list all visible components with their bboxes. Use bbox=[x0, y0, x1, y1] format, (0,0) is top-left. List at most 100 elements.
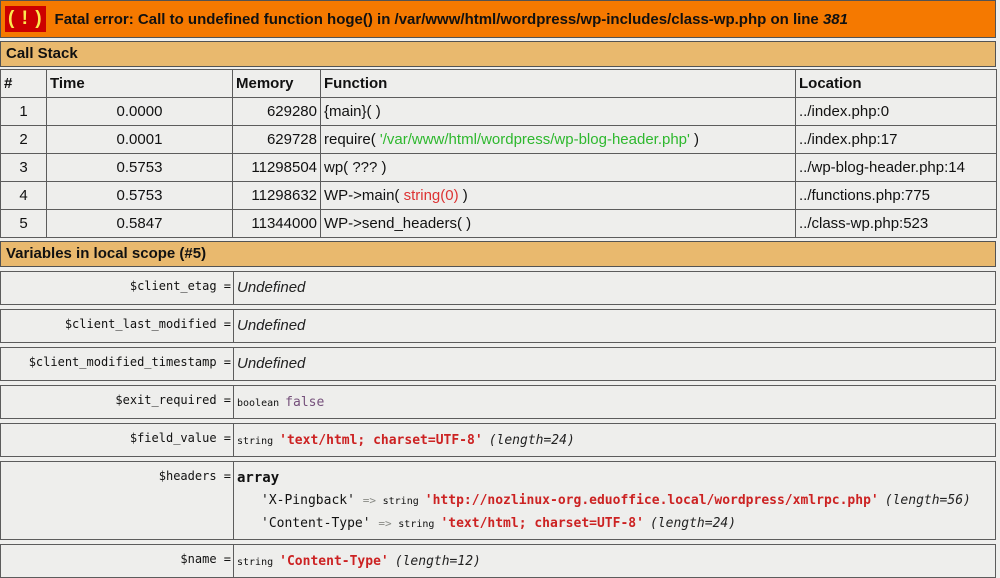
variable-value-line: boolean false bbox=[237, 391, 993, 414]
column-header-memory: Memory bbox=[232, 69, 321, 98]
variable-value-line: Undefined bbox=[237, 277, 993, 298]
stack-memory-cell: 11298632 bbox=[232, 181, 321, 210]
stack-location-cell: ../index.php:17 bbox=[795, 125, 997, 154]
value-segment-key: 'Content-Type' bbox=[261, 516, 379, 531]
value-segment-str: 'text/html; charset=UTF-8' bbox=[440, 516, 644, 531]
value-segment-arrow: => bbox=[362, 494, 383, 507]
column-header-location: Location bbox=[795, 69, 997, 98]
stack-memory-cell: 629280 bbox=[232, 97, 321, 126]
variable-value: Undefined bbox=[234, 310, 995, 342]
variable-value-line: Undefined bbox=[237, 353, 993, 374]
value-segment-len: (length=24) bbox=[488, 433, 575, 448]
function-text: wp( ??? ) bbox=[324, 159, 387, 176]
variable-row: $exit_required =boolean false bbox=[0, 385, 996, 419]
variable-value: string 'Content-Type' (length=12) bbox=[234, 545, 995, 577]
function-text: {main}( ) bbox=[324, 103, 381, 120]
variables-section-header: Variables in local scope (#5) bbox=[0, 241, 996, 267]
variable-row: $name =string 'Content-Type' (length=12) bbox=[0, 544, 996, 578]
function-arg-red: string(0) bbox=[403, 187, 459, 204]
value-segment-str: 'http://nozlinux-org.eduoffice.local/wor… bbox=[424, 493, 879, 508]
value-segment-undef: Undefined bbox=[237, 317, 306, 334]
error-icon: ( ! ) bbox=[5, 6, 46, 32]
variable-name: $headers = bbox=[1, 462, 234, 539]
stack-memory-cell: 11298504 bbox=[232, 153, 321, 182]
column-header-num: # bbox=[0, 69, 47, 98]
variable-value-line: string 'text/html; charset=UTF-8' (lengt… bbox=[237, 429, 993, 452]
stack-depth-cell: 4 bbox=[0, 181, 47, 210]
stack-function-cell: require( '/var/www/html/wordpress/wp-blo… bbox=[320, 125, 796, 154]
value-segment-small: string bbox=[398, 519, 441, 530]
value-segment-len: (length=56) bbox=[884, 493, 971, 508]
stack-function-cell: wp( ??? ) bbox=[320, 153, 796, 182]
fatal-error-banner: ( ! ) Fatal error: Call to undefined fun… bbox=[0, 0, 996, 38]
variables-list: $client_etag =Undefined$client_last_modi… bbox=[0, 271, 996, 578]
variable-value-line: 'Content-Type' => string 'text/html; cha… bbox=[237, 512, 993, 535]
variable-row: $client_etag =Undefined bbox=[0, 271, 996, 305]
variable-row: $field_value =string 'text/html; charset… bbox=[0, 423, 996, 457]
function-arg-green: '/var/www/html/wordpress/wp-blog-header.… bbox=[379, 131, 690, 148]
variable-value: array 'X-Pingback' => string 'http://nozl… bbox=[234, 462, 995, 539]
function-text: WP->send_headers( ) bbox=[324, 215, 472, 232]
fatal-error-message: Fatal error: Call to undefined function … bbox=[55, 11, 848, 28]
function-text: ) bbox=[458, 187, 468, 204]
variable-value: boolean false bbox=[234, 386, 995, 418]
function-text: require( bbox=[324, 131, 380, 148]
error-line-number: 381 bbox=[822, 10, 848, 28]
stack-time-cell: 0.0000 bbox=[46, 97, 233, 126]
value-segment-small: string bbox=[237, 436, 280, 447]
stack-function-cell: WP->send_headers( ) bbox=[320, 209, 796, 238]
stack-location-cell: ../class-wp.php:523 bbox=[795, 209, 997, 238]
value-segment-bool: false bbox=[285, 395, 325, 410]
call-stack-header: Call Stack bbox=[0, 41, 996, 67]
value-segment-len: (length=24) bbox=[649, 516, 737, 531]
value-segment-small: boolean bbox=[237, 398, 286, 409]
stack-time-cell: 0.0001 bbox=[46, 125, 233, 154]
variable-name: $exit_required = bbox=[1, 386, 234, 418]
variable-row: $headers =array 'X-Pingback' => string 'h… bbox=[0, 461, 996, 540]
stack-location-cell: ../functions.php:775 bbox=[795, 181, 997, 210]
value-segment-arr: array bbox=[237, 470, 280, 486]
variable-row: $client_last_modified =Undefined bbox=[0, 309, 996, 343]
variable-name: $field_value = bbox=[1, 424, 234, 456]
variable-name: $client_last_modified = bbox=[1, 310, 234, 342]
stack-location-cell: ../wp-blog-header.php:14 bbox=[795, 153, 997, 182]
function-text: ) bbox=[689, 131, 700, 148]
variable-value-line: array bbox=[237, 467, 993, 489]
column-header-time: Time bbox=[46, 69, 233, 98]
stack-memory-cell: 11344000 bbox=[232, 209, 321, 238]
value-segment-small: string bbox=[237, 557, 280, 568]
stack-location-cell: ../index.php:0 bbox=[795, 97, 997, 126]
call-stack-header-row: # Time Memory Function Location bbox=[0, 69, 997, 98]
stack-depth-cell: 3 bbox=[0, 153, 47, 182]
variable-value-line: 'X-Pingback' => string 'http://nozlinux-… bbox=[237, 489, 993, 512]
fatal-error-text: Fatal error: Call to undefined function … bbox=[54, 10, 823, 28]
stack-time-cell: 0.5847 bbox=[46, 209, 233, 238]
stack-depth-cell: 2 bbox=[0, 125, 47, 154]
variable-value: Undefined bbox=[234, 348, 995, 380]
variable-name: $client_etag = bbox=[1, 272, 234, 304]
stack-time-cell: 0.5753 bbox=[46, 181, 233, 210]
variable-name: $name = bbox=[1, 545, 234, 577]
value-segment-str: 'text/html; charset=UTF-8' bbox=[279, 433, 483, 448]
stack-depth-cell: 5 bbox=[0, 209, 47, 238]
variable-value: string 'text/html; charset=UTF-8' (lengt… bbox=[234, 424, 995, 456]
value-segment-small: string bbox=[382, 496, 425, 507]
variable-name: $client_modified_timestamp = bbox=[1, 348, 234, 380]
variable-row: $client_modified_timestamp =Undefined bbox=[0, 347, 996, 381]
value-segment-undef: Undefined bbox=[237, 355, 306, 372]
stack-time-cell: 0.5753 bbox=[46, 153, 233, 182]
stack-function-cell: WP->main( string(0) ) bbox=[320, 181, 796, 210]
value-segment-undef: Undefined bbox=[237, 279, 306, 296]
stack-memory-cell: 629728 bbox=[232, 125, 321, 154]
column-header-function: Function bbox=[320, 69, 796, 98]
stack-function-cell: {main}( ) bbox=[320, 97, 796, 126]
variable-value-line: Undefined bbox=[237, 315, 993, 336]
value-segment-arrow: => bbox=[378, 517, 399, 530]
